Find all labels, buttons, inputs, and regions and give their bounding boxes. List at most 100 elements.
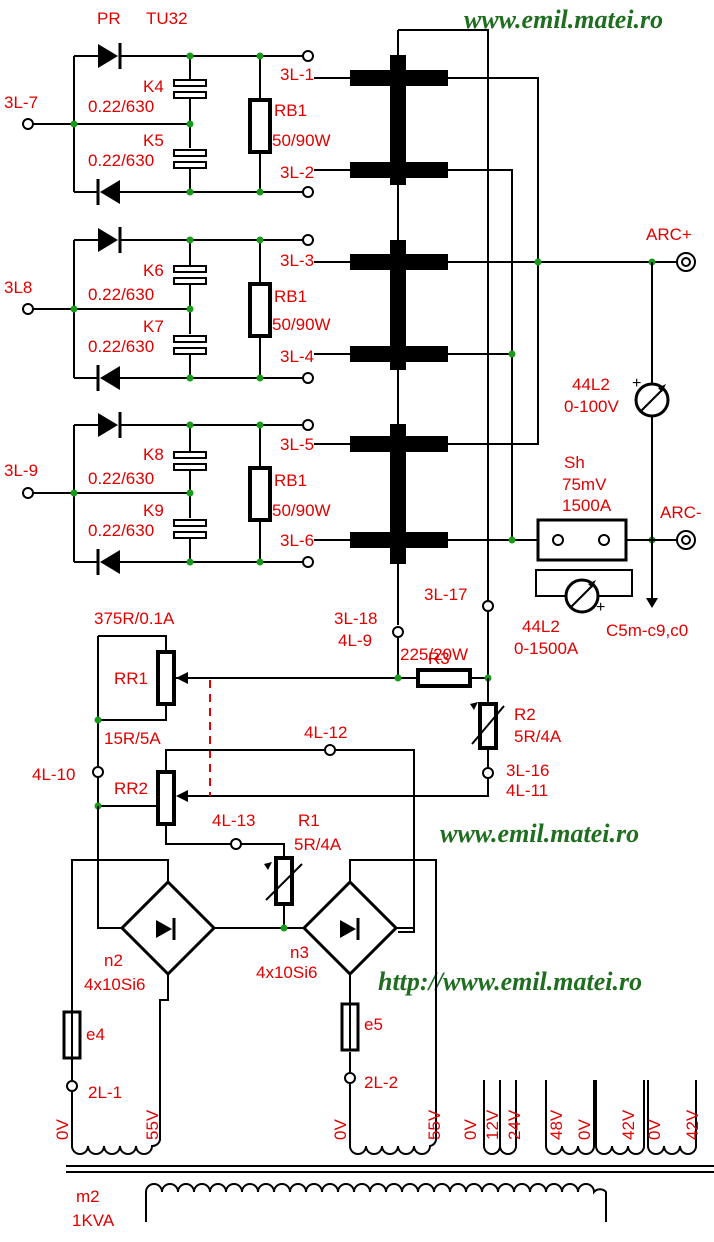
- resistor-r3-icon: [416, 668, 472, 688]
- label-k5: K5: [143, 131, 164, 150]
- label-2l1: 2L-1: [88, 1083, 122, 1102]
- label-4l9: 4L-9: [338, 631, 372, 650]
- label-k7: K7: [143, 317, 164, 336]
- label-3l4: 3L-4: [280, 347, 314, 366]
- label-n2-value: 4x10Si6: [84, 975, 145, 994]
- label-3l2: 3L-2: [280, 163, 314, 182]
- terminal-icon: [302, 419, 314, 431]
- label-rb1-3: RB1: [274, 471, 307, 490]
- label-k8-value: 0.22/630: [88, 469, 154, 488]
- capacitor-icon: [173, 79, 207, 169]
- label-shunt-mv: 75mV: [562, 475, 607, 494]
- label-k8: K8: [143, 445, 164, 464]
- label-rb1: RB1: [274, 101, 307, 120]
- label-k4: K4: [143, 77, 164, 96]
- terminal-icon: [302, 372, 314, 384]
- terminal-icon: [22, 487, 34, 499]
- label-k9-value: 0.22/630: [88, 521, 154, 540]
- label-rb1-2: RB1: [274, 287, 307, 306]
- transformer-m2: m2 1KVA: [66, 1080, 714, 1230]
- label-e5: e5: [364, 1015, 383, 1034]
- svg-text:+: +: [596, 599, 605, 616]
- label-k4-value: 0.22/630: [88, 97, 154, 116]
- label-rr2: RR2: [114, 779, 148, 798]
- tap-label: 42V: [619, 1109, 638, 1140]
- tap-label: 55V: [143, 1109, 162, 1140]
- capacitor-icon: [173, 265, 207, 355]
- label-r1: R1: [298, 811, 320, 830]
- label-4l11: 4L-11: [506, 781, 548, 800]
- tap-label: 12V: [483, 1109, 502, 1140]
- watermark-bottom: http://www.emil.matei.ro: [378, 967, 642, 996]
- output-section: + + ARC+ ARC- 44L2 0-100V Sh 75mV 1500A …: [514, 225, 702, 658]
- capacitor-icon: [173, 451, 207, 539]
- diode-icon: [100, 366, 120, 390]
- label-3l16: 3L-16: [506, 761, 549, 780]
- label-r1-value: 5R/4A: [294, 835, 342, 854]
- label-3l18: 3L-18: [334, 609, 377, 628]
- label-pr: PR: [97, 9, 121, 28]
- bridge-section-1: 3L-7 K4 0.22/630 K5 0.22/630 RB1 50/90W …: [4, 43, 331, 205]
- diode-icon: [100, 550, 120, 574]
- tap-label: 0V: [575, 1119, 594, 1140]
- label-m2: m2: [76, 1187, 100, 1206]
- tap-label: 0V: [461, 1119, 480, 1140]
- label-tu32: TU32: [146, 9, 188, 28]
- shunt-icon: [536, 518, 628, 562]
- potentiometer-rr1-icon: [156, 650, 176, 706]
- label-4l12: 4L-12: [304, 723, 347, 742]
- label-arc-minus: ARC-: [660, 503, 702, 522]
- tap-label: 55V: [425, 1109, 444, 1140]
- tap-labels: 0V 55V 0V 55V 0V 12V 24V 48V 0V 42V 0V 4…: [53, 1109, 702, 1140]
- rectifier-bridges: n2 4x10Si6 n3 4x10Si6 e4 e5 2L-1 2L-2: [62, 806, 437, 1140]
- label-k5-value: 0.22/630: [88, 151, 154, 170]
- label-3l5: 3L-5: [280, 435, 314, 454]
- label-n3-value: 4x10Si6: [256, 963, 317, 982]
- terminal-icon: [22, 303, 34, 315]
- label-n3: n3: [290, 943, 309, 962]
- label-3l17: 3L-17: [424, 585, 467, 604]
- label-n2: n2: [104, 951, 123, 970]
- tap-label: 0V: [53, 1119, 72, 1140]
- resistor-icon: [248, 98, 272, 154]
- label-voltmeter-range: 0-100V: [564, 397, 619, 416]
- label-k6-value: 0.22/630: [88, 285, 154, 304]
- label-e4: e4: [86, 1025, 105, 1044]
- label-m2-value: 1KVA: [72, 1211, 115, 1230]
- diode-icon: [100, 180, 120, 204]
- label-rb1-value: 50/90W: [272, 131, 331, 150]
- watermark-middle: www.emil.matei.ro: [440, 819, 639, 848]
- label-k7-value: 0.22/630: [88, 337, 154, 356]
- resistor-icon: [248, 466, 272, 522]
- label-rb1-3-value: 50/90W: [272, 501, 331, 520]
- bridge-section-3: 3L-9 K8 0.22/630 K9 0.22/630 RB1 50/90W …: [4, 412, 331, 575]
- label-3l8: 3L8: [4, 278, 32, 297]
- tap-label: 48V: [547, 1109, 566, 1140]
- label-voltmeter: 44L2: [572, 375, 610, 394]
- label-rb1-2-value: 50/90W: [272, 315, 331, 334]
- label-shunt: Sh: [564, 453, 585, 472]
- potentiometer-rr2-icon: [156, 770, 176, 826]
- label-4l10: 4L-10: [32, 765, 75, 784]
- label-3l7: 3L-7: [4, 93, 38, 112]
- label-c5m: C5m-c9,c0: [606, 621, 688, 640]
- label-2l2: 2L-2: [364, 1073, 398, 1092]
- label-rr1-value: 375R/0.1A: [94, 609, 175, 628]
- terminal-icon: [302, 186, 314, 198]
- label-3l1: 3L-1: [280, 65, 314, 84]
- resistor-icon: [248, 282, 272, 338]
- label-4l13: 4L-13: [212, 811, 255, 830]
- thyristor-stack: [314, 29, 680, 678]
- label-arc-plus: ARC+: [646, 225, 692, 244]
- label-ammeter-range: 0-1500A: [514, 639, 579, 658]
- label-k9: K9: [143, 501, 164, 520]
- label-k6: K6: [143, 261, 164, 280]
- label-3l3: 3L-3: [280, 251, 314, 270]
- label-3l6: 3L-6: [280, 531, 314, 550]
- label-3l9: 3L-9: [4, 461, 38, 480]
- terminal-icon: [302, 556, 314, 568]
- label-r3: R3: [428, 649, 450, 668]
- svg-text:+: +: [632, 375, 641, 392]
- terminal-icon: [302, 50, 314, 62]
